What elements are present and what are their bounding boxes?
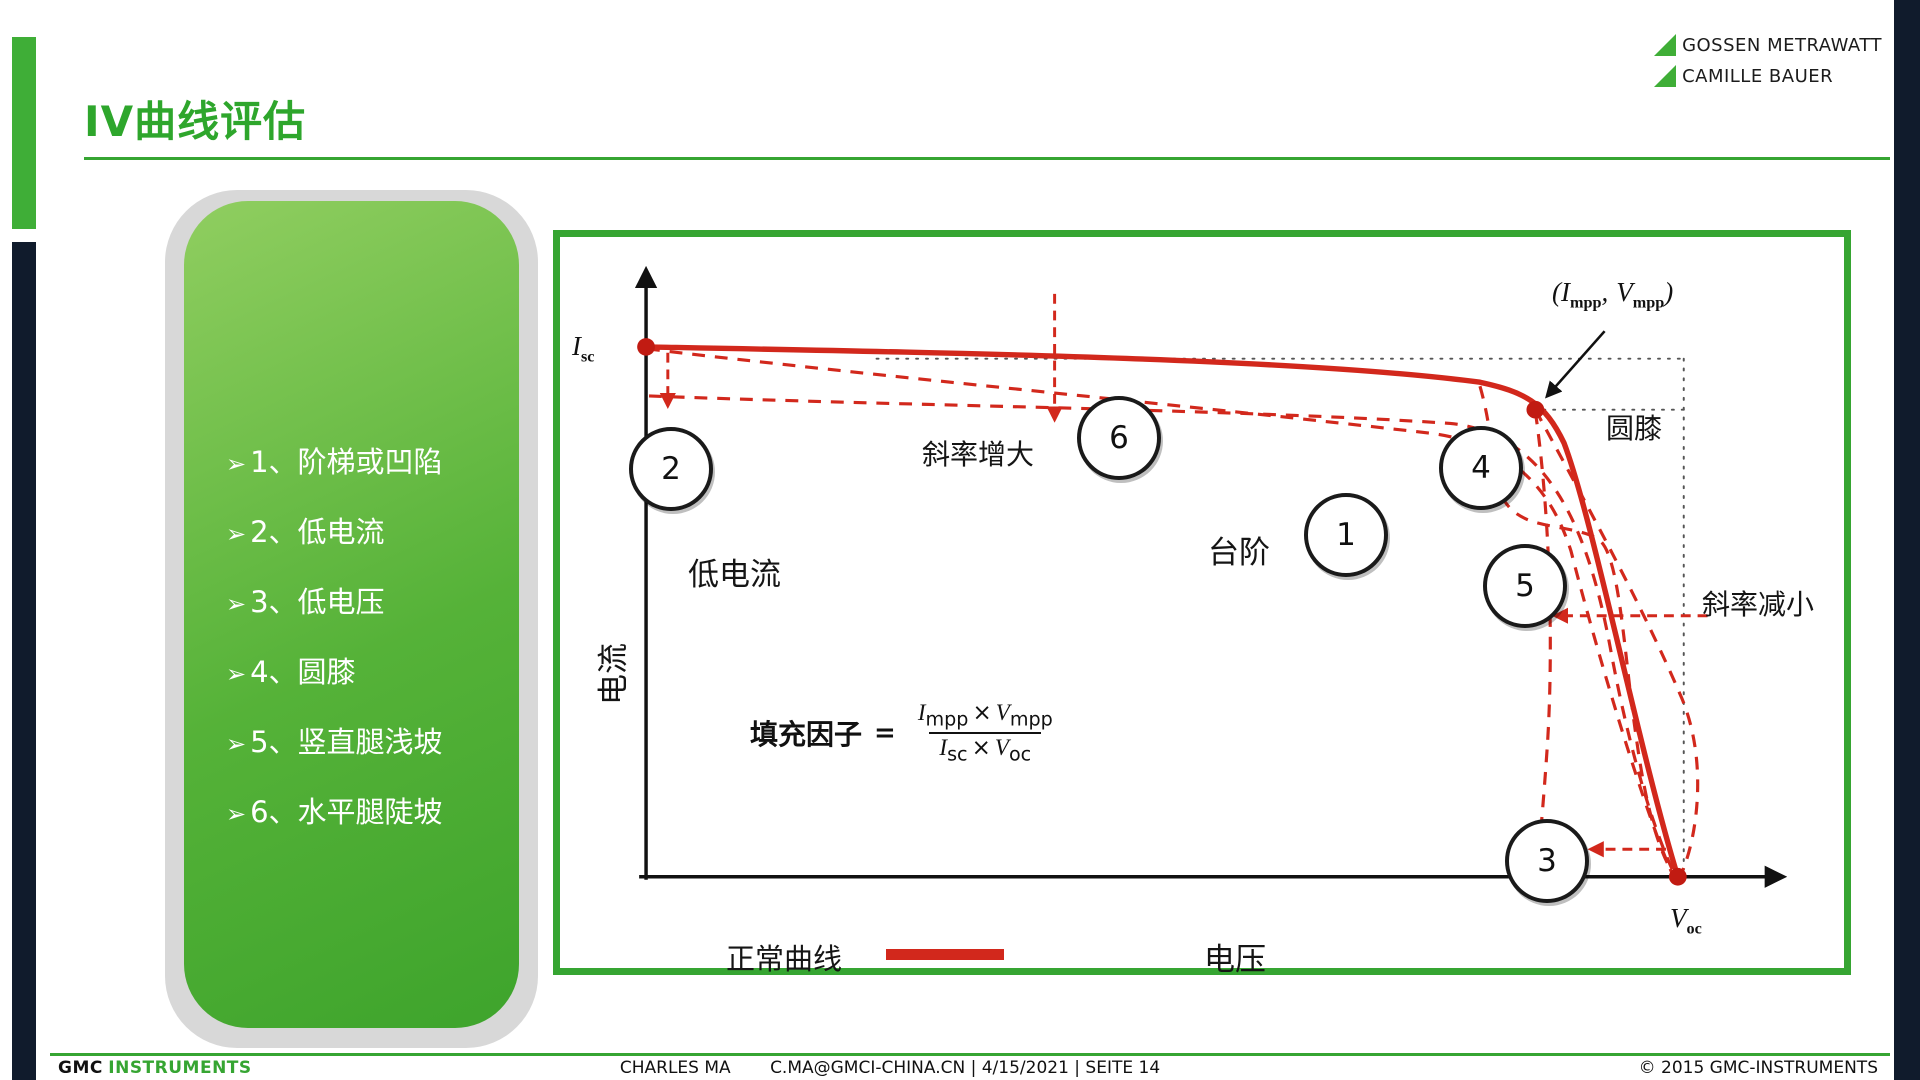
mpp-i-symbol: I [1561,277,1570,307]
right-accent-bar-navy [1894,0,1920,1080]
formula-numerator: Impp×Vmpp [908,699,1063,732]
footer-brand: GMC INSTRUMENTS [58,1058,252,1078]
slope-decrease-label: 斜率减小 [1702,588,1815,621]
step-label: 台阶 [1208,535,1270,571]
brand-triangle-icon [1654,34,1677,56]
voc-label: Voc [1670,903,1702,938]
guide-dotted-lines [875,357,1685,871]
list-item-label: 6、水平腿陡坡 [250,795,443,829]
list-item: ➢ 1、阶梯或凹陷 [226,439,519,481]
iv-curve-plot [634,265,1788,888]
numerator-v-symbol: V [995,700,1010,725]
isc-dot [637,338,655,356]
key-point-dots [637,338,1687,886]
defect-list: ➢ 1、阶梯或凹陷 ➢ 2、低电流 ➢ 3、低电压 ➢ 4、圆膝 ➢ 5、竖直腿… [184,201,519,831]
list-item-label: 1、阶梯或凹陷 [250,445,443,479]
footer-copyright: © 2015 GMC-INSTRUMENTS [1638,1058,1878,1078]
isc-subscript: sc [581,347,595,366]
denominator-i-subscript: sc [947,742,968,766]
gossen-metrawatt-logo-text: GOSSEN METRAWATT [1682,35,1882,56]
footer-author: CHARLES MA [619,1058,731,1078]
list-item: ➢ 6、水平腿陡坡 [226,789,519,831]
voc-subscript: oc [1686,919,1702,938]
legend-normal-label: 正常曲线 [726,942,843,976]
list-item: ➢ 4、圆膝 [226,649,519,691]
normal-iv-curve [646,344,1681,878]
title-underline [84,157,1890,160]
brand-logos: GOSSEN METRAWATT CAMILLE BAUER [1654,34,1882,87]
low-current-label: 低电流 [688,557,781,593]
denominator-v-subscript: oc [1008,742,1032,766]
multiply-operator: × [972,700,992,726]
numerator-i-subscript: mpp [925,707,969,731]
voc-dot [1668,867,1687,886]
legend-normal-line-swatch [886,949,1004,960]
marker-circle-4: 4 [1439,426,1523,510]
marker-circle-5: 5 [1483,544,1567,628]
marker-circle-1: 1 [1304,493,1388,577]
iv-curve-chart: Isc Voc (Impp,Vmpp) 圆膝 斜率增大 斜率减小 低电流 台阶 … [553,230,1851,978]
arrow-bullet-icon: ➢ [226,450,247,478]
mpp-point-label: (Impp,Vmpp) [1552,277,1673,312]
arrow-bullet-icon: ➢ [226,520,247,548]
gossen-metrawatt-logo: GOSSEN METRAWATT [1654,34,1882,56]
marker-circle-2: 2 [629,427,713,511]
list-item: ➢ 5、竖直腿浅坡 [226,719,519,761]
footer-meta: C.MA@GMCI-CHINA.CN | 4/15/2021 | SEITE 1… [770,1058,1161,1078]
mpp-separator: , [1601,277,1609,307]
list-item: ➢ 3、低电压 [226,579,519,621]
fill-factor-formula: 填充因子 = Impp×Vmpp Isc×Voc [750,699,1063,766]
left-accent-bar-navy [12,242,36,1080]
y-axis-label: 电流 [596,643,632,705]
slope-increase-label: 斜率增大 [922,438,1035,471]
mpp-i-subscript: mpp [1570,293,1602,312]
page-title: IV曲线评估 [84,97,307,146]
denominator-i-symbol: I [939,734,948,760]
list-item-label: 2、低电流 [250,515,385,549]
footer-divider [50,1053,1890,1056]
camille-bauer-logo: CAMILLE BAUER [1654,65,1833,87]
list-item: ➢ 2、低电流 [226,509,519,551]
footer-info: CHARLES MA C.MA@GMCI-CHINA.CN | 4/15/202… [620,1058,1160,1078]
formula-denominator: Isc×Voc [929,731,1042,767]
brand-triangle-icon [1654,65,1677,87]
round-knee-label: 圆膝 [1606,412,1663,445]
voc-symbol: V [1670,903,1687,933]
list-item-label: 5、竖直腿浅坡 [250,725,443,759]
denominator-v-symbol: V [994,734,1009,760]
step-curve [1478,385,1676,876]
arrow-bullet-icon: ➢ [226,800,247,828]
mpp-close-paren: ) [1664,277,1674,307]
footer-brand-instruments: INSTRUMENTS [108,1058,252,1078]
list-item-label: 3、低电压 [250,585,385,619]
footer-brand-gmc: GMC [58,1058,103,1078]
marker-circle-6: 6 [1077,396,1161,480]
formula-lhs: 填充因子 [750,717,863,751]
mpp-dot [1526,400,1545,419]
camille-bauer-logo-text: CAMILLE BAUER [1682,66,1834,87]
defect-list-panel: ➢ 1、阶梯或凹陷 ➢ 2、低电流 ➢ 3、低电压 ➢ 4、圆膝 ➢ 5、竖直腿… [184,201,519,1028]
mpp-open-paren: ( [1552,277,1561,307]
low-voltage-curve [1533,411,1552,873]
marker-circle-3: 3 [1505,819,1589,903]
arrow-bullet-icon: ➢ [226,730,247,758]
mpp-v-subscript: mpp [1632,293,1665,312]
isc-label: Isc [572,331,594,366]
isc-symbol: I [572,331,581,361]
left-accent-bar-green [12,37,36,229]
arrow-bullet-icon: ➢ [226,660,247,688]
multiply-operator: × [971,734,991,761]
numerator-v-subscript: mpp [1009,707,1053,731]
axes [634,265,1788,888]
mpp-pointer-arrow [1545,330,1606,399]
formula-fraction: Impp×Vmpp Isc×Voc [908,699,1063,766]
mpp-v-symbol: V [1616,277,1633,307]
list-item-label: 4、圆膝 [250,655,356,689]
x-axis-label: 电压 [1204,942,1266,978]
formula-equals: = [874,717,896,748]
numerator-i-symbol: I [917,700,926,725]
arrow-bullet-icon: ➢ [226,590,247,618]
